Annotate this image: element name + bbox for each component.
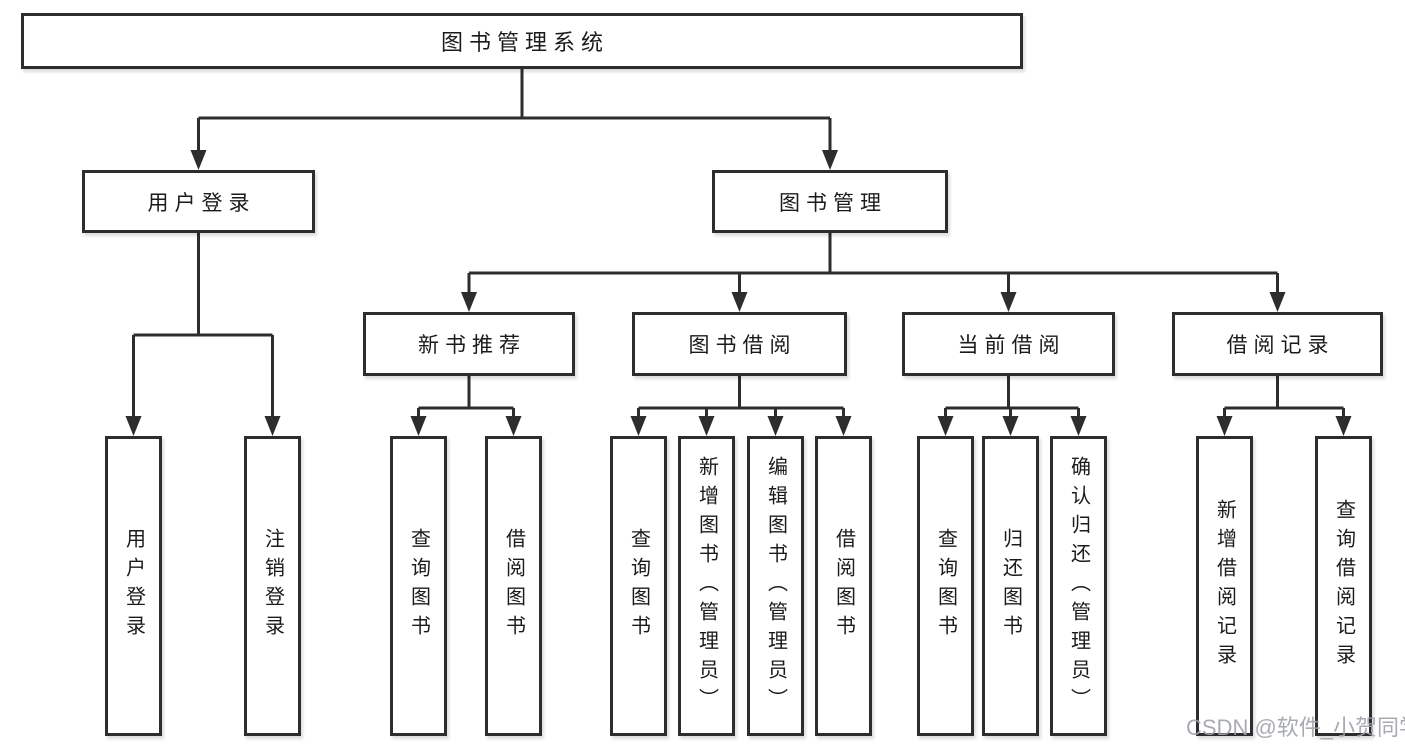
arrowheads <box>125 150 1352 436</box>
arrow-down-icon <box>505 416 522 436</box>
arrow-down-icon <box>1216 416 1233 436</box>
arrow-down-icon <box>835 416 852 436</box>
arrow-down-icon <box>1269 292 1286 312</box>
node-leaf-borrow-books-recommend: 借阅图书 <box>485 436 542 736</box>
arrow-down-icon <box>1335 416 1352 436</box>
csdn-watermark: CSDN @软件_小贺同学 <box>1186 715 1405 740</box>
node-leaf-borrow-books: 借阅图书 <box>815 436 872 736</box>
node-leaf-user-login: 用户登录 <box>105 436 162 736</box>
arrow-down-icon <box>822 150 838 170</box>
node-leaf-query-borrow-record: 查询借阅记录 <box>1315 436 1372 736</box>
arrow-down-icon <box>1070 416 1087 436</box>
node-leaf-return-books: 归还图书 <box>982 436 1039 736</box>
arrow-down-icon <box>630 416 647 436</box>
node-book-management: 图书管理 <box>712 170 948 233</box>
arrow-down-icon <box>461 292 477 312</box>
node-leaf-logout: 注销登录 <box>244 436 301 736</box>
arrow-down-icon <box>1000 292 1017 312</box>
arrow-down-icon <box>264 416 281 436</box>
node-borrowing-records: 借阅记录 <box>1172 312 1383 376</box>
arrow-down-icon <box>190 150 207 170</box>
node-new-book-recommendation: 新书推荐 <box>363 312 575 376</box>
arrow-down-icon <box>937 416 954 436</box>
arrow-down-icon <box>698 416 715 436</box>
node-leaf-edit-books-admin: 编辑图书（管理员） <box>747 436 804 736</box>
arrow-down-icon <box>1002 416 1019 436</box>
connector-path <box>132 69 1345 422</box>
node-user-login: 用户登录 <box>82 170 315 233</box>
node-leaf-query-books-borrow: 查询图书 <box>610 436 667 736</box>
node-current-borrowing: 当前借阅 <box>902 312 1115 376</box>
arrow-down-icon <box>125 416 142 436</box>
node-leaf-confirm-return-admin: 确认归还（管理员） <box>1050 436 1107 736</box>
node-leaf-add-borrow-record: 新增借阅记录 <box>1196 436 1253 736</box>
node-leaf-query-books-recommend: 查询图书 <box>390 436 447 736</box>
node-library-management-system: 图书管理系统 <box>21 13 1023 69</box>
node-leaf-query-books-current: 查询图书 <box>917 436 974 736</box>
node-leaf-add-books-admin: 新增图书（管理员） <box>678 436 735 736</box>
node-book-borrowing: 图书借阅 <box>632 312 847 376</box>
arrow-down-icon <box>767 416 784 436</box>
arrow-down-icon <box>410 416 427 436</box>
arrow-down-icon <box>731 292 748 312</box>
